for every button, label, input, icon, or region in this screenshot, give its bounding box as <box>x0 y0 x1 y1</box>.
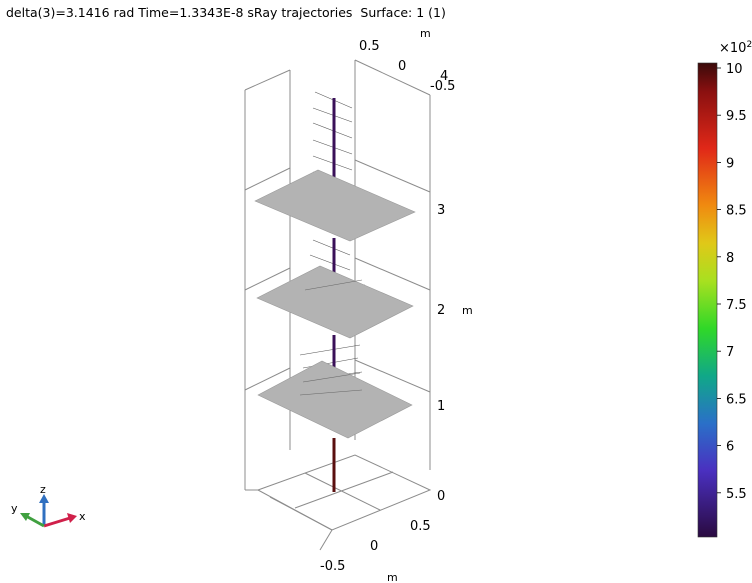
surface-plate-3 <box>254 169 416 242</box>
triad-y-axis <box>25 514 45 528</box>
frame-edge <box>244 167 291 191</box>
frame-edge <box>354 359 431 393</box>
triad-z-label: z <box>40 483 46 496</box>
frame-edge <box>244 267 291 291</box>
colorbar-tick-label: 7.5 <box>726 298 747 313</box>
surface-plate-1 <box>257 360 413 439</box>
frame-edge <box>354 59 431 96</box>
z-tick-1: 1 <box>437 399 445 414</box>
y-unit: m <box>420 27 431 40</box>
surface-plate-2 <box>256 265 414 339</box>
ray-fan-line <box>304 279 363 291</box>
x-tick-0: 0.5 <box>410 519 431 534</box>
triad-x-arrowhead <box>67 513 77 523</box>
z-tick-0: 0 <box>437 489 445 504</box>
triad-y-arrowhead <box>20 513 30 521</box>
colorbar-tick-label: 8.5 <box>726 204 747 219</box>
colorbar: ×102 10 9.5 9 8.5 8 7.5 7 6.5 6 5.5 <box>697 40 752 538</box>
y-tick-1: 0 <box>398 59 406 74</box>
triad-x-label: x <box>79 510 86 523</box>
colorbar-ticks: 10 9.5 9 8.5 8 7.5 7 6.5 6 5.5 <box>717 62 747 502</box>
floor-grid-line <box>294 471 394 509</box>
z-tick-2: 2 <box>437 303 445 318</box>
ray-fan-line <box>302 372 361 383</box>
z-tick-4: 4 <box>440 69 448 84</box>
colorbar-tick-label: 6.5 <box>726 392 747 407</box>
colorbar-tick-label: 7 <box>726 345 734 360</box>
triad-z-arrowhead <box>39 494 49 503</box>
frame-edge <box>354 159 431 193</box>
colorbar-tick-label: 6 <box>726 440 734 455</box>
x-tick-2: -0.5 <box>320 559 345 574</box>
ray-fan-line <box>299 389 363 396</box>
colorbar-tick-label: 5.5 <box>726 487 747 502</box>
frame-edge <box>244 69 291 91</box>
y-tick-2: -0.5 <box>430 79 455 94</box>
axis-triad: z x y <box>11 483 86 528</box>
colorbar-tick-label: 8 <box>726 251 734 266</box>
z-tick-3: 3 <box>437 203 445 218</box>
colorbar-multiplier: ×102 <box>719 40 752 56</box>
y-axis: 0.5 0 -0.5 m <box>359 27 455 94</box>
floor-grid-line <box>319 529 333 551</box>
x-axis: 0.5 0 -0.5 m <box>320 519 431 583</box>
plot-title: delta(3)=3.1416 rad Time=1.3343E-8 sRay … <box>6 5 446 20</box>
triad-x-axis <box>43 516 71 528</box>
colorbar-tick-label: 9.5 <box>726 109 747 124</box>
frame-edge <box>354 257 431 291</box>
frame-edge <box>244 367 291 391</box>
triad-y-label: y <box>11 502 18 515</box>
z-axis: 0 1 2 3 4 m <box>437 69 473 504</box>
colorbar-tick-label: 10 <box>726 62 743 77</box>
y-tick-0: 0.5 <box>359 39 380 54</box>
x-unit: m <box>387 571 398 583</box>
z-unit: m <box>462 304 473 317</box>
floor-grid-line <box>304 472 381 511</box>
x-tick-1: 0 <box>370 539 378 554</box>
colorbar-gradient <box>697 62 718 538</box>
colorbar-tick-label: 9 <box>726 156 734 171</box>
floor-grid-line <box>269 496 333 531</box>
